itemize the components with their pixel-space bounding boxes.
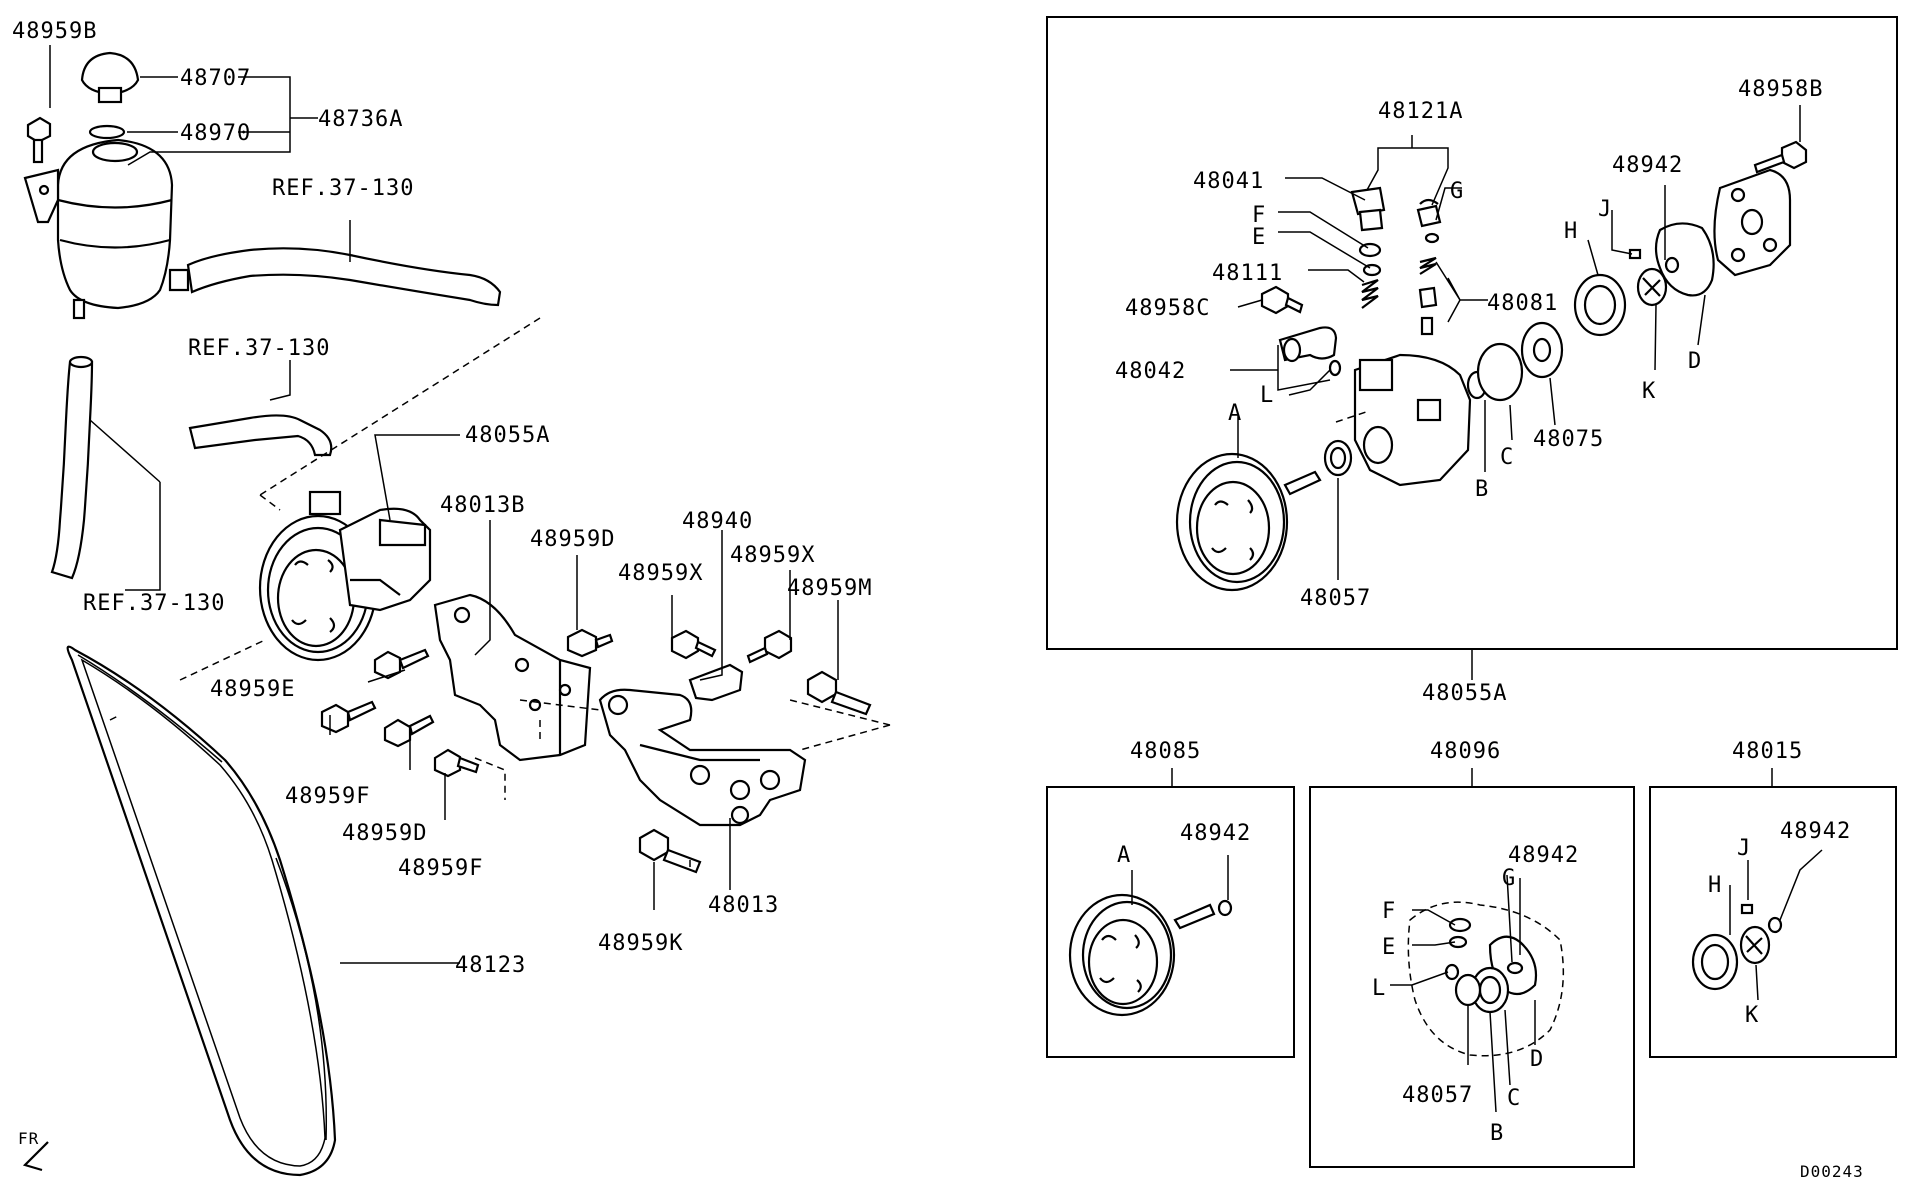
detail-48096: 48096 48942 G F E L D C B 48057 (1309, 739, 1635, 1168)
label-48959X-left: 48959X (618, 561, 703, 586)
label-48959D-top: 48959D (530, 527, 615, 552)
detail-48055A: 48055A (1046, 16, 1898, 706)
label-48055A: 48055A (465, 423, 550, 448)
label-48123: 48123 (455, 953, 526, 978)
label-48942: 48942 (1612, 153, 1683, 178)
label-48057: 48057 (1300, 586, 1371, 611)
label-48959D-bottom: 48959D (342, 821, 427, 846)
label-48075: 48075 (1533, 427, 1604, 452)
bracket-48013B (433, 593, 592, 762)
label-48085-A: A (1117, 843, 1131, 868)
hose-upper (186, 247, 502, 307)
label-48959M: 48959M (787, 576, 872, 601)
label-48959B: 48959B (12, 19, 97, 44)
label-48096-G: G (1502, 866, 1516, 891)
label-48096-C: C (1507, 1086, 1521, 1111)
label-48111: 48111 (1212, 261, 1283, 286)
label-detail-K: K (1642, 379, 1656, 404)
label-48096-48942: 48942 (1508, 843, 1579, 868)
label-48707: 48707 (180, 66, 251, 91)
label-48015-48942: 48942 (1780, 819, 1851, 844)
front-arrow-icon (22, 1141, 49, 1172)
label-48096-E: E (1382, 935, 1396, 960)
bolt-48959F-bottom (433, 748, 480, 778)
label-ref-37-130-top: REF.37-130 (272, 176, 414, 201)
bolt-48959K (638, 828, 702, 874)
label-fr: FR (18, 1129, 39, 1148)
label-48096-48057: 48057 (1402, 1083, 1473, 1108)
label-48959F-left: 48959F (285, 784, 370, 809)
label-48096-F: F (1382, 899, 1396, 924)
diagram-code: D00243 (1800, 1162, 1864, 1181)
label-48015-J: J (1737, 836, 1751, 861)
bolt-48959E (373, 648, 430, 680)
label-48096-L: L (1372, 976, 1386, 1001)
label-48096-D: D (1530, 1047, 1544, 1072)
label-detail-F: F (1252, 203, 1266, 228)
reservoir-cap (80, 51, 140, 104)
bolt-48959X-right (746, 629, 793, 664)
bolt-48959F-left (320, 700, 377, 734)
hose-lower (50, 360, 94, 580)
label-detail-D: D (1688, 349, 1702, 374)
label-detail-C: C (1500, 445, 1514, 470)
label-48940: 48940 (682, 509, 753, 534)
detail-48055A-caption: 48055A (1422, 681, 1507, 706)
label-48121A: 48121A (1378, 99, 1463, 124)
label-48042: 48042 (1115, 359, 1186, 384)
label-48970: 48970 (180, 121, 251, 146)
label-detail-G: G (1450, 179, 1464, 204)
label-ref-37-130-middle: REF.37-130 (188, 336, 330, 361)
label-ref-37-130-left: REF.37-130 (83, 591, 225, 616)
label-48013: 48013 (708, 893, 779, 918)
dashed-refs (109, 317, 891, 870)
detail-48085-caption: 48085 (1130, 739, 1201, 764)
label-detail-A: A (1228, 401, 1242, 426)
label-detail-B: B (1475, 477, 1489, 502)
label-48041: 48041 (1193, 169, 1264, 194)
left-assembly: 48959B 48707 48970 48736A REF.37-130 REF… (12, 19, 891, 1177)
label-48959F-bottom: 48959F (398, 856, 483, 881)
label-48959K: 48959K (598, 931, 683, 956)
label-detail-L: L (1260, 383, 1274, 408)
hose-middle (188, 414, 333, 457)
label-48015-K: K (1745, 1003, 1759, 1028)
label-48085-48942: 48942 (1180, 821, 1251, 846)
label-48081: 48081 (1487, 291, 1558, 316)
bracket-48940 (688, 663, 744, 702)
bolt-48959D-bottom (383, 714, 435, 748)
label-detail-J: J (1598, 197, 1612, 222)
detail-main-leaders (1230, 105, 1801, 580)
pump-assembly (258, 490, 432, 662)
detail-48015: 48015 J 48942 H K (1649, 739, 1897, 1058)
bolt-48959D-top (566, 628, 614, 658)
reservoir-tank (23, 138, 190, 320)
label-detail-H: H (1564, 219, 1578, 244)
leaders-left (49, 45, 839, 964)
label-48958C: 48958C (1125, 296, 1210, 321)
label-detail-E: E (1252, 225, 1266, 250)
bolt-48959M (806, 670, 872, 716)
label-48959E: 48959E (210, 677, 295, 702)
label-48736A: 48736A (318, 107, 403, 132)
label-48958B: 48958B (1738, 77, 1823, 102)
o-ring-48970 (88, 124, 126, 140)
bolt-48959X-left (670, 629, 717, 660)
label-48013B: 48013B (440, 493, 525, 518)
bolt-48959B (26, 116, 52, 164)
drive-belt (66, 645, 337, 1177)
label-48096-B: B (1490, 1121, 1504, 1146)
bracket-48013 (598, 688, 807, 827)
detail-48015-caption: 48015 (1732, 739, 1803, 764)
detail-48085: 48085 A 48942 (1046, 739, 1295, 1058)
label-48015-H: H (1708, 873, 1722, 898)
detail-48096-caption: 48096 (1430, 739, 1501, 764)
label-48959X-right: 48959X (730, 543, 815, 568)
